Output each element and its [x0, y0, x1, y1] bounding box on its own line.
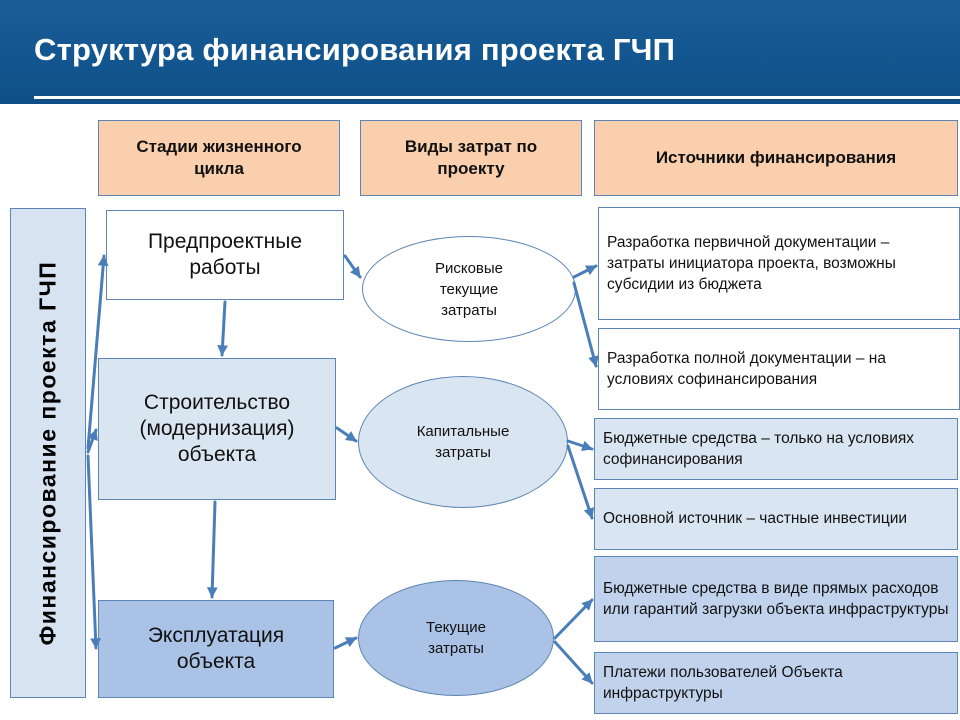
header-underline [34, 96, 960, 99]
header-bar: Структура финансирования проекта ГЧП [0, 0, 960, 104]
stage-preproject: Предпроектные работы [106, 210, 344, 300]
source-private-investment: Основной источник – частные инвестиции [594, 488, 958, 550]
arrow-construction-to-operation [206, 500, 218, 599]
cost-capital: Капитальные затраты [358, 376, 568, 508]
column-header-costs: Виды затрат по проекту [360, 120, 582, 196]
arrow-capital-to-private [566, 444, 595, 520]
arrow-current-to-user-payments [553, 640, 594, 685]
arrow-operation-to-current [333, 636, 358, 650]
source-full-docs: Разработка полной документации – на усло… [598, 328, 960, 410]
arrow-capital-to-budget [566, 439, 594, 452]
arrow-preproject-to-risk [343, 254, 362, 279]
page-title: Структура финансирования проекта ГЧП [34, 32, 676, 67]
source-user-payments: Платежи пользователей Объекта инфраструк… [594, 652, 958, 714]
arrow-side-to-operation [86, 454, 101, 650]
arrow-side-to-preproject [86, 254, 109, 450]
arrow-preproject-to-construction [217, 300, 228, 357]
side-label-box: Финансирование проекта ГЧП [10, 208, 86, 698]
arrow-current-to-budget-direct [553, 598, 594, 640]
stage-construction: Строительство (модернизация) объекта [98, 358, 336, 500]
stage-operation: Эксплуатация объекта [98, 600, 334, 698]
cost-current: Текущие затраты [358, 580, 554, 696]
column-header-sources: Источники финансирования [594, 120, 958, 196]
column-header-stages: Стадии жизненного цикла [98, 120, 340, 196]
source-budget-cofinancing: Бюджетные средства – только на условиях … [594, 418, 958, 480]
arrow-risk-to-full-docs [572, 281, 599, 368]
source-primary-docs: Разработка первичной документации – затр… [598, 207, 960, 320]
arrow-side-to-construction [86, 428, 98, 454]
arrow-risk-to-primary-docs [572, 264, 598, 279]
arrow-construction-to-capital [335, 426, 358, 443]
source-budget-direct: Бюджетные средства в виде прямых расходо… [594, 556, 958, 642]
